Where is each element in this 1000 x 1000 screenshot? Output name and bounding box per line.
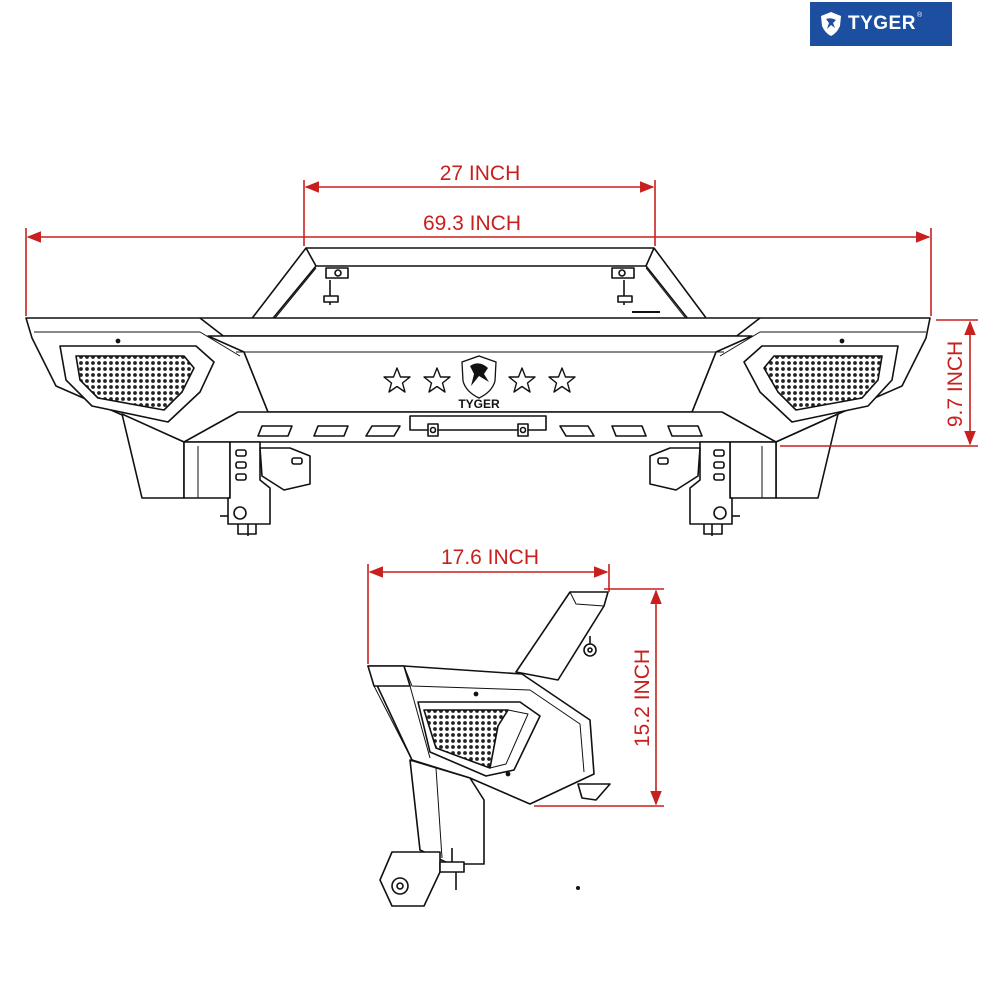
side-mesh-grille [423, 709, 509, 769]
label-side-depth: 17.6 INCH [441, 546, 539, 569]
star-emblems [383, 367, 576, 393]
label-overall-width: 69.3 INCH [423, 212, 521, 235]
side-dimensions [367, 564, 664, 807]
side-hoop-tube [515, 591, 609, 681]
label-side-height: 15.2 INCH [631, 649, 654, 747]
star-icon [548, 367, 576, 393]
right-mesh-grille [763, 355, 883, 411]
star-icon [383, 367, 411, 393]
main-beam [199, 317, 761, 337]
brand-name: TYGER [848, 13, 916, 34]
skid-plate-slots [257, 425, 703, 437]
winch-plate [409, 415, 547, 431]
tiger-shield-icon [821, 12, 841, 36]
side-mount-plate [379, 851, 441, 907]
stamp-text: TYGER [458, 397, 500, 411]
registered-mark: ® [916, 12, 923, 19]
label-center-width: 27 INCH [440, 162, 521, 185]
star-icon [423, 367, 451, 393]
tiger-emblem-icon [461, 355, 497, 399]
front-dimensions [25, 180, 978, 447]
side-view-bumper [367, 591, 611, 907]
brand-logo: TYGER ® [810, 2, 952, 46]
star-icon [508, 367, 536, 393]
label-front-height: 9.7 INCH [944, 341, 967, 427]
left-mesh-grille [75, 355, 195, 411]
